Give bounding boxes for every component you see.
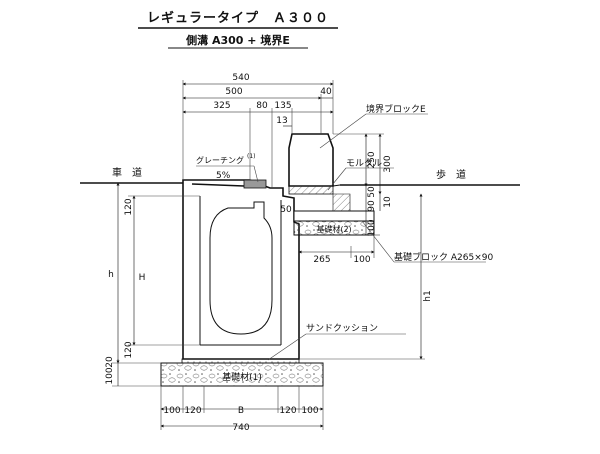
dim-135: 135 (274, 101, 291, 111)
dim-100b: 100 (353, 255, 370, 265)
mortar-leader (327, 167, 347, 191)
dim-540: 540 (232, 73, 249, 83)
dim-40: 40 (320, 87, 332, 97)
dim-265: 265 (313, 255, 330, 265)
dim-740: 740 (232, 423, 249, 433)
sand-cushion-label: サンドクッション (306, 323, 378, 334)
mortar-label: モルタル (346, 158, 382, 169)
dim-50a: 50 (367, 186, 377, 198)
gutter-channel (209, 201, 273, 335)
dim-90: 90 (367, 200, 377, 212)
dim-50b: 50 (280, 205, 292, 215)
dim-80: 80 (256, 101, 268, 111)
dim-13: 13 (276, 116, 287, 126)
grating-label: グレーチング (196, 155, 244, 165)
foundation-block (293, 210, 375, 222)
dim-h: h (108, 270, 114, 280)
foundation-block-leader (361, 220, 395, 263)
sidewalk-label: 歩 道 (436, 168, 466, 181)
drawing-title: レギュラータイプ Ａ３００ (147, 10, 329, 26)
mortar-layer (288, 185, 334, 195)
dim-b120-left: 120 (184, 406, 201, 416)
dim-B: B (238, 406, 244, 416)
slope-label: 5% (216, 171, 231, 181)
dim-100-left: 100 (105, 367, 115, 384)
boundary-block-e (288, 133, 334, 187)
sand-leader (267, 333, 307, 361)
boundary-block-label: 境界ブロックE (366, 103, 426, 115)
dim-250: 250 (367, 151, 377, 168)
dim-325: 325 (213, 101, 230, 111)
foundation-block-label: 基礎ブロック A265×90 (394, 251, 493, 263)
dim-b100-right: 100 (301, 406, 318, 416)
dim-500: 500 (225, 87, 242, 97)
roadway-label: 車 道 (112, 166, 142, 179)
dim-b100-left: 100 (163, 406, 180, 416)
grating-plate (243, 179, 267, 189)
grating-note: (1) (247, 153, 256, 160)
dim-300: 300 (383, 155, 393, 172)
grating-leader (253, 165, 259, 183)
drawing-subtitle: 側溝 A300 + 境界E (185, 33, 290, 47)
dim-10: 10 (383, 196, 393, 208)
backfill-hatch (332, 193, 351, 212)
dim-b120-right: 120 (279, 406, 296, 416)
dim-100r: 100 (367, 219, 377, 236)
dim-H: H (139, 273, 146, 283)
foundation-2-gravel (293, 220, 375, 236)
foundation-2-label: 基礎材(2) (316, 224, 351, 234)
sidewalk-edge (332, 184, 341, 187)
dim-120-bottom: 120 (124, 341, 134, 358)
grating-slope-line (191, 183, 245, 187)
boundary-leader (319, 113, 367, 149)
dim-20: 20 (105, 356, 115, 368)
dim-h1: h1 (423, 290, 433, 301)
dim-120-top: 120 (124, 198, 134, 215)
foundation-1-label: 基礎材(1) (222, 371, 262, 383)
